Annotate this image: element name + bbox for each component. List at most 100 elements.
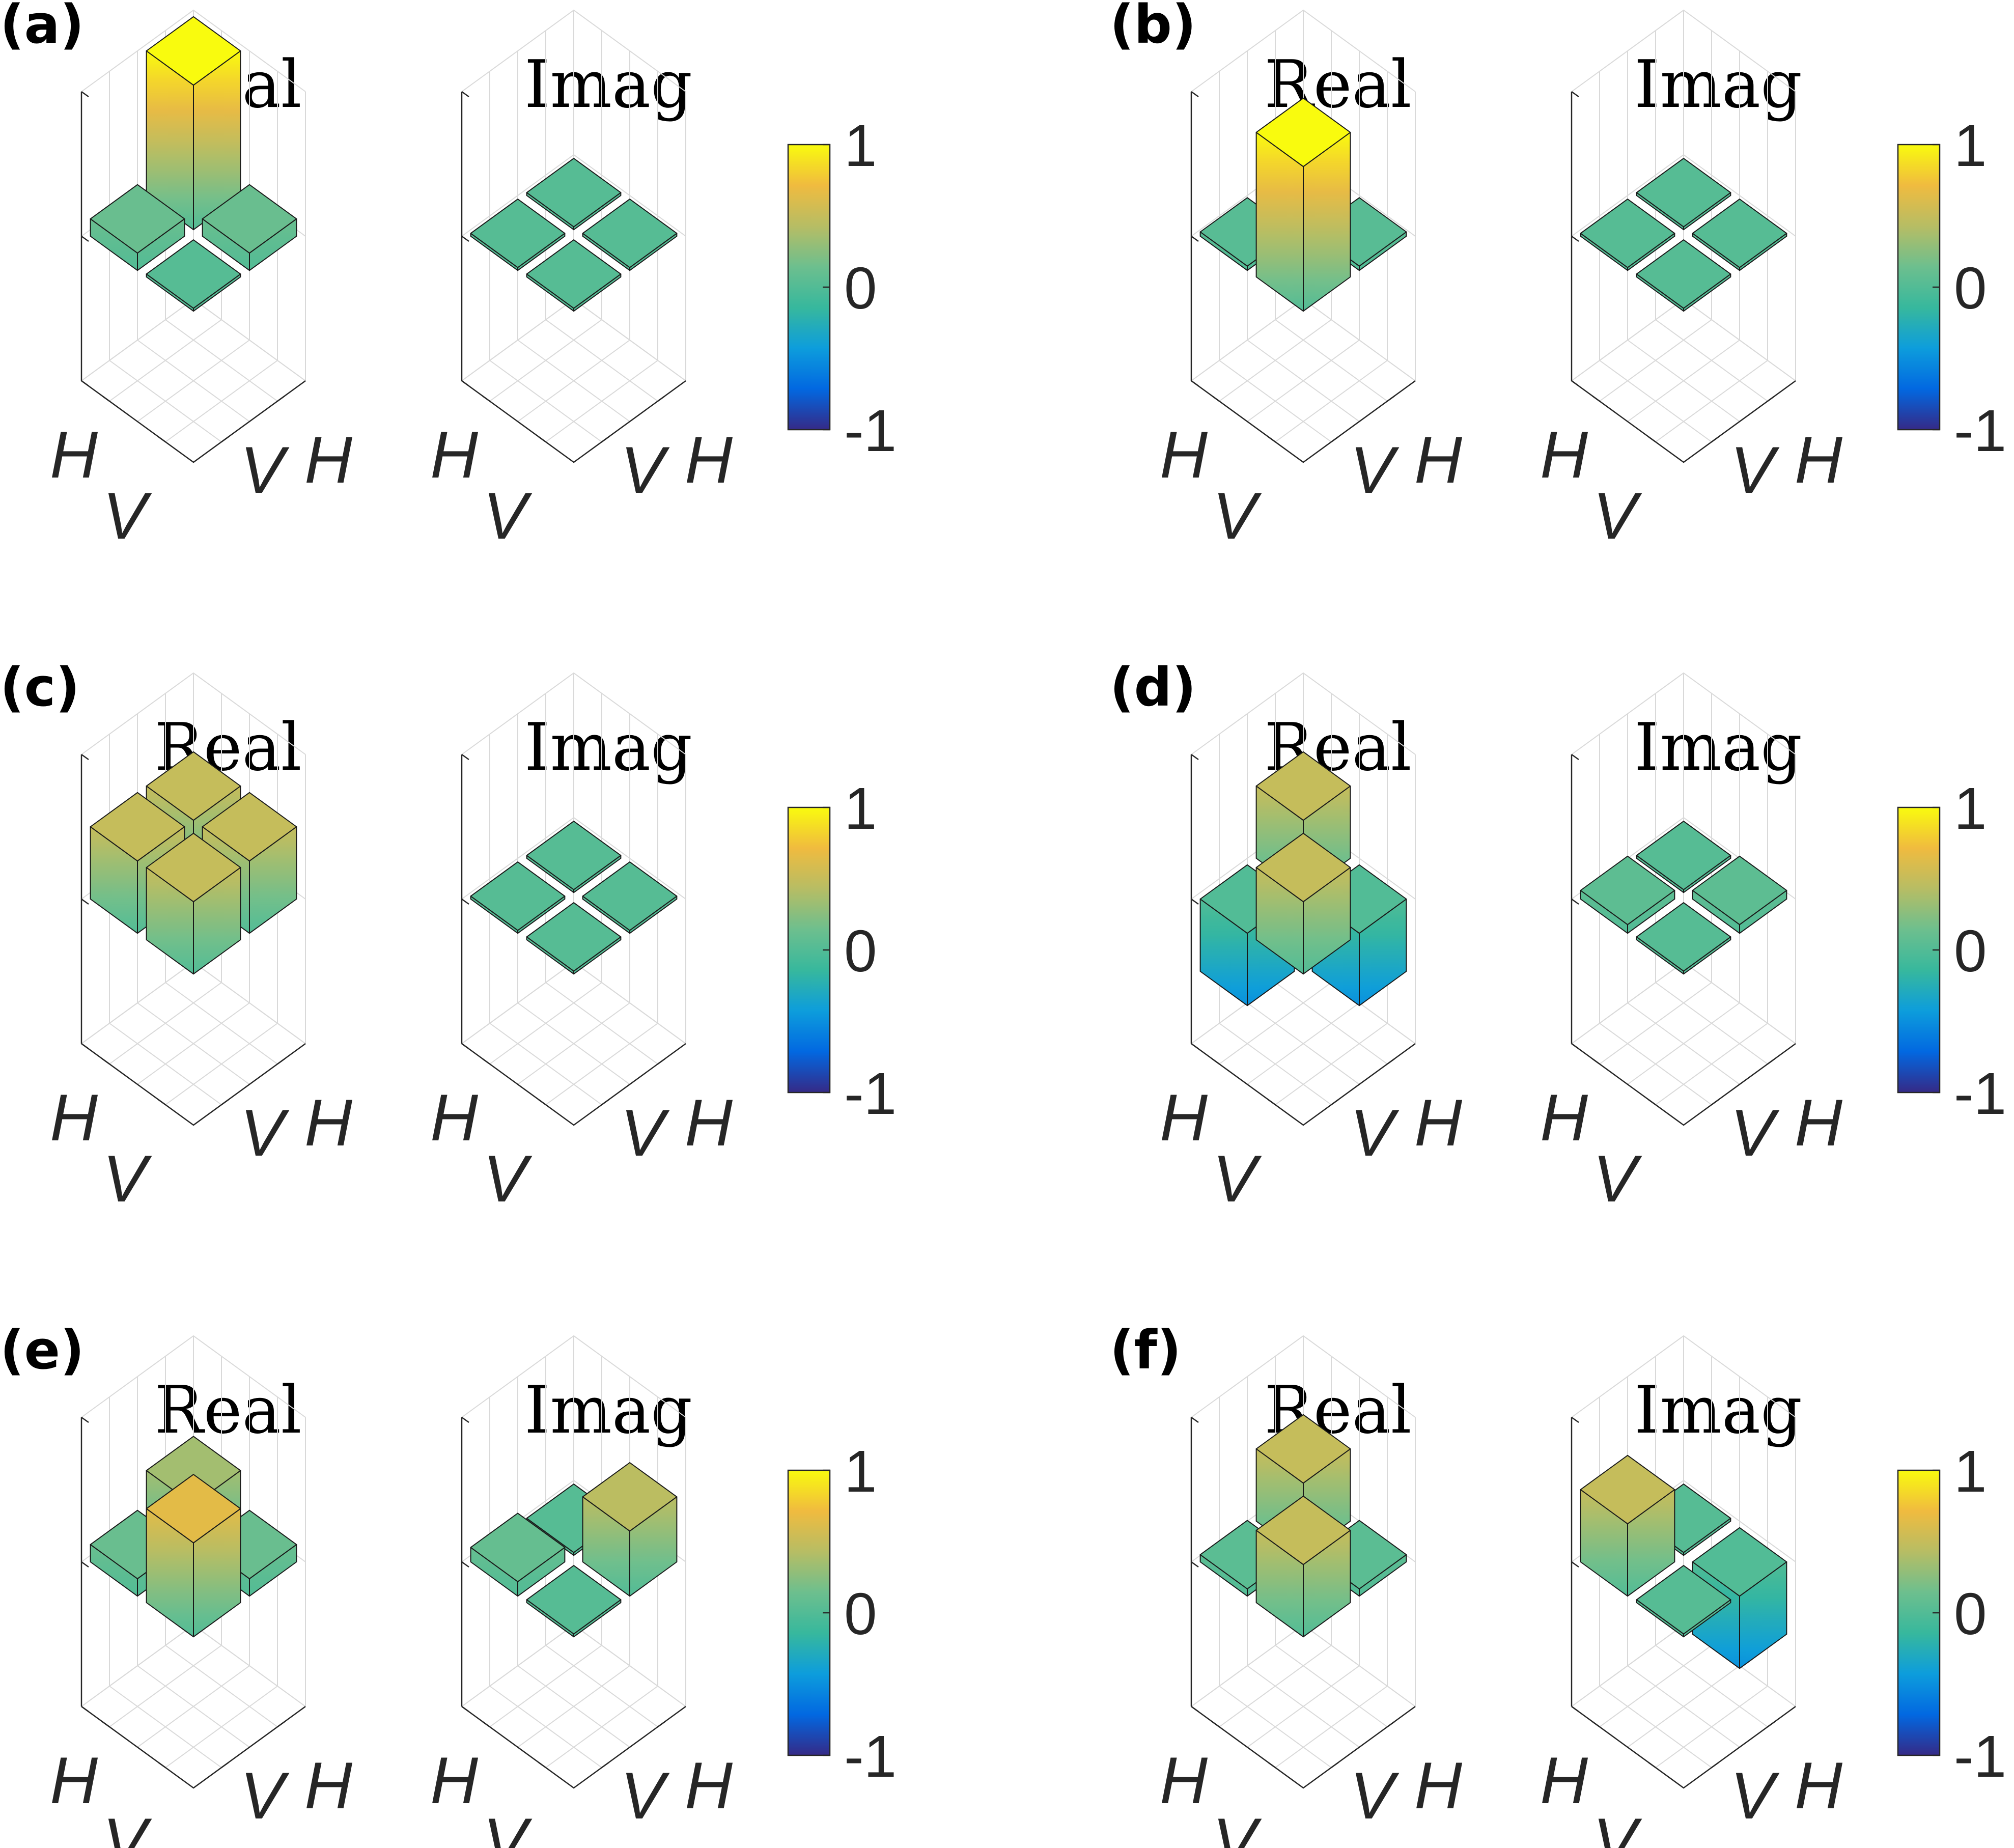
grid-line bbox=[109, 1023, 222, 1105]
row-label: V bbox=[483, 479, 533, 553]
floor-axis bbox=[461, 1043, 686, 1126]
grid-line bbox=[137, 1002, 250, 1085]
plot-title: Imag bbox=[524, 710, 692, 786]
bar bbox=[1580, 199, 1675, 271]
bar-top bbox=[146, 751, 241, 821]
bar-top bbox=[90, 792, 185, 862]
bar-top bbox=[146, 832, 241, 903]
x-tick bbox=[538, 1099, 546, 1106]
colorbar-tick-label: 0 bbox=[844, 255, 877, 321]
bar-top bbox=[90, 184, 185, 254]
grid-line bbox=[165, 360, 278, 442]
y-tick bbox=[657, 1058, 665, 1065]
bar-top bbox=[582, 199, 678, 268]
row-label: H bbox=[430, 1080, 479, 1155]
row-label: V bbox=[103, 1804, 152, 1848]
colorbar-tick-label: 0 bbox=[1954, 255, 1987, 321]
row-label: H bbox=[1160, 417, 1208, 492]
grid-line bbox=[165, 1686, 278, 1768]
bar bbox=[202, 184, 297, 271]
bar-top bbox=[1255, 832, 1351, 903]
panel-label: (a) bbox=[0, 0, 84, 55]
col-label: V bbox=[1350, 433, 1400, 507]
y-tick bbox=[1767, 1058, 1775, 1065]
grid-line bbox=[1655, 1686, 1768, 1768]
grid-line bbox=[517, 1002, 630, 1085]
bar-top bbox=[1692, 199, 1787, 268]
bar bbox=[1636, 239, 1731, 312]
x-tick bbox=[1592, 1058, 1600, 1065]
bar-top bbox=[526, 239, 622, 309]
plot-title: Imag bbox=[1634, 1373, 1802, 1448]
z-tick bbox=[81, 1416, 89, 1423]
z-tick bbox=[1571, 235, 1579, 242]
z-tick bbox=[461, 1561, 469, 1568]
grid-line bbox=[1571, 154, 1796, 237]
bar-top bbox=[146, 16, 241, 86]
bar-top bbox=[1636, 1565, 1731, 1635]
bar bbox=[470, 1513, 566, 1597]
colorbar-tick-label: -1 bbox=[844, 1060, 897, 1127]
bar-top bbox=[470, 199, 566, 268]
floor-axis bbox=[81, 380, 306, 463]
bar-top bbox=[146, 1474, 241, 1544]
colorbar-tick-label: 0 bbox=[844, 918, 877, 984]
z-tick bbox=[1191, 1561, 1199, 1568]
col-label: H bbox=[1795, 1085, 1843, 1160]
y-tick bbox=[1387, 1058, 1395, 1065]
grid-line bbox=[1191, 9, 1416, 92]
grid-line bbox=[545, 1686, 658, 1768]
bar-top bbox=[1580, 199, 1675, 268]
z-tick bbox=[461, 91, 469, 98]
x-tick bbox=[158, 436, 166, 443]
plot-title: Imag bbox=[1634, 710, 1802, 786]
bar-top bbox=[1255, 1414, 1351, 1484]
colorbar-tick-label: 1 bbox=[844, 113, 877, 179]
grid-line bbox=[81, 9, 306, 92]
grid-line bbox=[545, 1023, 658, 1105]
row-label: V bbox=[1213, 1804, 1262, 1848]
grid-line bbox=[1655, 360, 1768, 442]
grid-line bbox=[1599, 360, 1712, 442]
grid-line bbox=[137, 1665, 250, 1748]
bar bbox=[1692, 855, 1787, 934]
bar-top bbox=[1636, 902, 1731, 972]
grid-line bbox=[517, 1665, 630, 1748]
y-tick bbox=[1331, 1099, 1339, 1106]
bar bbox=[1636, 158, 1731, 231]
bar bbox=[470, 861, 566, 934]
y-tick bbox=[1711, 1761, 1719, 1769]
grid-line bbox=[461, 1335, 686, 1418]
x-tick bbox=[102, 395, 110, 402]
row-label: V bbox=[103, 479, 152, 553]
grid-line bbox=[1627, 1002, 1740, 1085]
bar-top bbox=[582, 1462, 678, 1532]
y-tick bbox=[657, 1721, 665, 1728]
x-tick bbox=[1212, 395, 1220, 402]
z-tick bbox=[1571, 1416, 1579, 1423]
grid-line bbox=[1571, 9, 1796, 92]
grid-line bbox=[1219, 360, 1332, 442]
col-label: H bbox=[685, 1748, 733, 1823]
colorbar: 10-1 bbox=[787, 1438, 897, 1789]
grid-line bbox=[81, 1335, 306, 1418]
x-tick bbox=[538, 1761, 546, 1769]
grid-line bbox=[81, 672, 306, 755]
colorbar: 10-1 bbox=[787, 113, 897, 464]
y-tick bbox=[1711, 1099, 1719, 1106]
bar bbox=[1255, 97, 1351, 312]
y-tick bbox=[601, 1099, 609, 1106]
colorbar-tick-label: 1 bbox=[844, 775, 877, 842]
bar-top bbox=[1255, 1495, 1351, 1565]
x-tick bbox=[1212, 1721, 1220, 1728]
x-tick bbox=[1592, 1721, 1600, 1728]
y-tick bbox=[1767, 395, 1775, 402]
bar-top bbox=[470, 861, 566, 931]
row-label: H bbox=[1540, 1080, 1588, 1155]
